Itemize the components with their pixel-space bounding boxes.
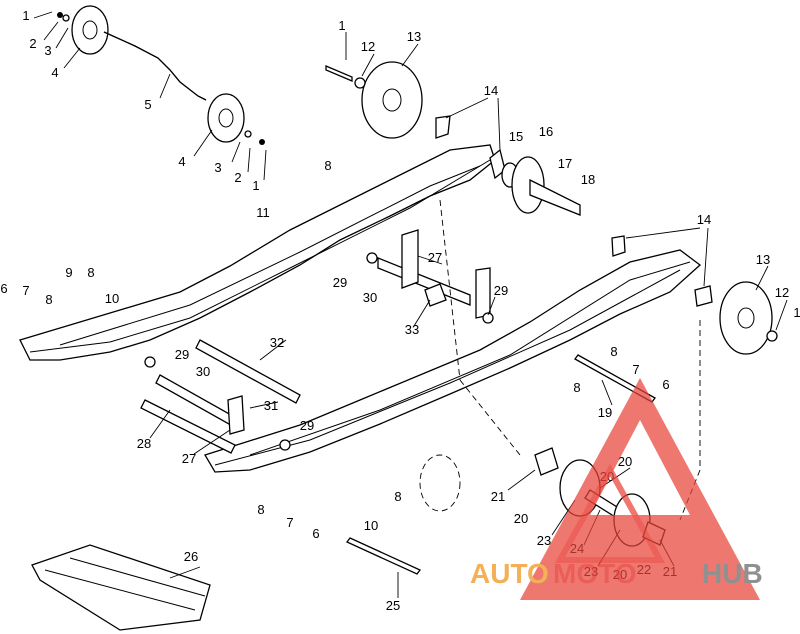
rear-axle-assembly: [435, 115, 581, 216]
idler-wheel-assembly-top-left: [57, 5, 265, 145]
watermark-moto: MOTO: [553, 558, 636, 589]
callout-8: 8: [394, 489, 401, 504]
callout-23: 23: [537, 533, 551, 548]
callout-2: 2: [29, 36, 36, 51]
callout-12: 12: [775, 285, 789, 300]
callout-10: 10: [364, 518, 378, 533]
middle-shaft-assembly: [366, 229, 494, 324]
watermark-auto: AUTO: [470, 558, 549, 589]
callout-3: 3: [44, 43, 51, 58]
rail-right: [204, 249, 702, 473]
callout-12: 12: [361, 39, 375, 54]
callout-13: 13: [407, 29, 421, 44]
callout-19: 19: [598, 405, 612, 420]
idler-wheel-13-right: [611, 235, 778, 355]
callout-13: 13: [756, 252, 770, 267]
callout-2: 2: [234, 170, 241, 185]
callout-25: 25: [386, 598, 400, 613]
leader-lines: [33, 11, 788, 598]
idler-wheel-13-top: [325, 61, 423, 139]
callout-33: 33: [405, 322, 419, 337]
callout-3: 3: [214, 160, 221, 175]
callout-21: 21: [491, 489, 505, 504]
callout-29: 29: [333, 275, 347, 290]
callout-1: 1: [338, 18, 345, 33]
callout-6: 6: [312, 526, 319, 541]
callout-10: 10: [105, 291, 119, 306]
watermark-hub: HUB: [702, 558, 763, 589]
callout-27: 27: [428, 250, 442, 265]
callout-6: 6: [0, 281, 7, 296]
rail-left: [19, 144, 496, 361]
watermark-triangle-inner: [554, 463, 666, 563]
callout-30: 30: [196, 364, 210, 379]
callout-1: 1: [252, 178, 259, 193]
callout-4: 4: [51, 65, 58, 80]
callout-29: 29: [494, 283, 508, 298]
callout-18: 18: [581, 172, 595, 187]
callout-17: 17: [558, 156, 572, 171]
callout-9: 9: [65, 265, 72, 280]
callout-7: 7: [286, 515, 293, 530]
callout-20: 20: [618, 454, 632, 469]
callout-7: 7: [22, 283, 29, 298]
callout-26: 26: [184, 549, 198, 564]
callout-14: 14: [697, 212, 711, 227]
callout-1: 1: [22, 8, 29, 23]
callout-30: 30: [363, 290, 377, 305]
callout-4: 4: [178, 154, 185, 169]
watermark-triangle-logo: [520, 378, 760, 600]
callout-15: 15: [509, 129, 523, 144]
callout-8: 8: [573, 380, 580, 395]
callout-20: 20: [514, 511, 528, 526]
callout-1: 1: [793, 305, 800, 320]
callout-6: 6: [662, 377, 669, 392]
callout-8: 8: [324, 158, 331, 173]
callout-32: 32: [270, 335, 284, 350]
track-section-26: [31, 544, 211, 631]
callout-29: 29: [300, 418, 314, 433]
automotohub-watermark: AUTO MOTO HUB: [470, 378, 763, 600]
front-shaft-assembly: [140, 339, 301, 454]
callout-28: 28: [137, 436, 151, 451]
callout-8: 8: [87, 265, 94, 280]
callout-29: 29: [175, 347, 189, 362]
callout-8: 8: [45, 292, 52, 307]
callout-8: 8: [257, 502, 264, 517]
callout-11: 11: [256, 205, 270, 220]
callout-27: 27: [182, 451, 196, 466]
callout-5: 5: [144, 97, 151, 112]
callout-7: 7: [632, 362, 639, 377]
callout-8: 8: [610, 344, 617, 359]
callout-31: 31: [264, 398, 278, 413]
callout-14: 14: [484, 83, 498, 98]
callout-16: 16: [539, 124, 553, 139]
